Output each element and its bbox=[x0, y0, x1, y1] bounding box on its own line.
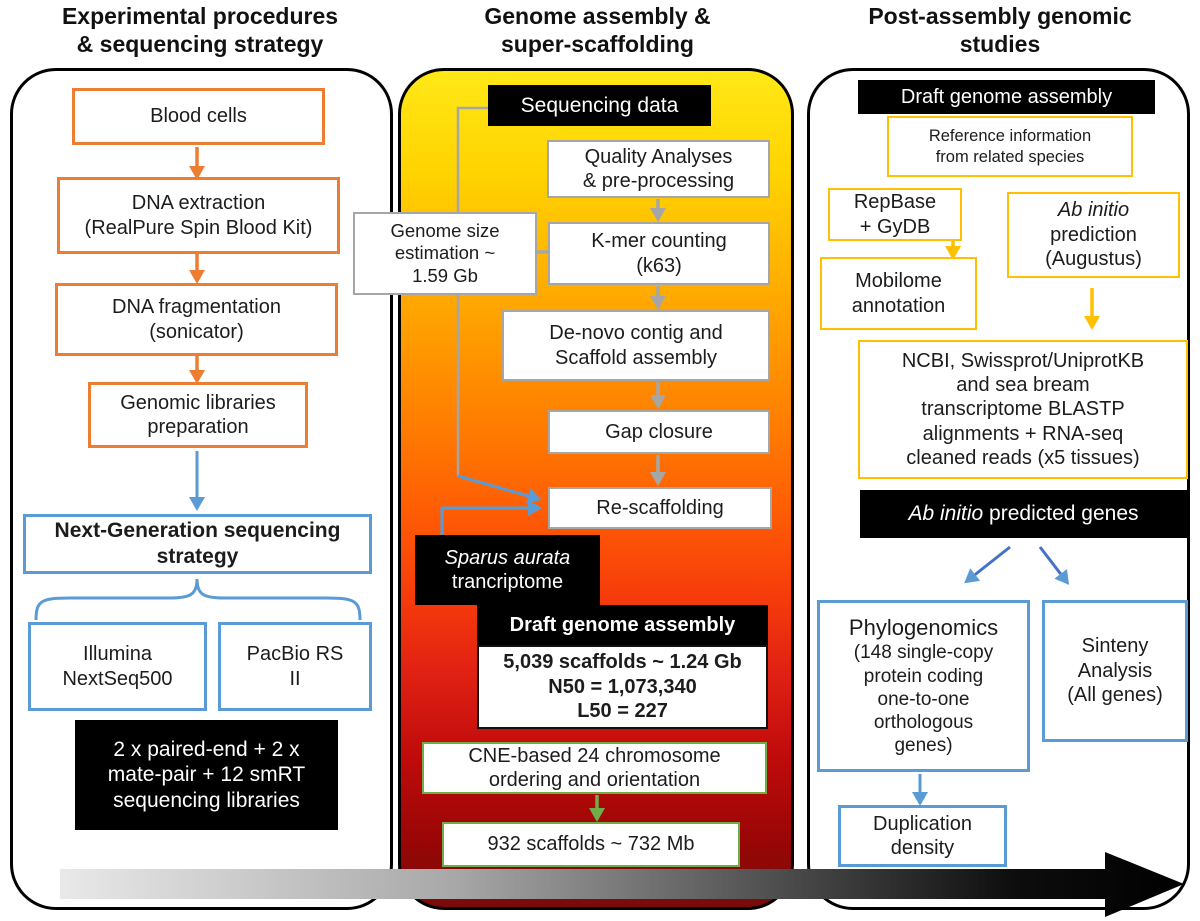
pacbio-box: PacBio RS II bbox=[218, 622, 372, 711]
duplication-density-box: Duplication density bbox=[838, 805, 1007, 867]
sinteny-analysis-box: Sinteny Analysis (All genes) bbox=[1042, 600, 1188, 742]
repbase-gydb-box: RepBase + GyDB bbox=[828, 188, 962, 241]
left-column-title: Experimental procedures & sequencing str… bbox=[61, 3, 339, 58]
gap-closure-box: Gap closure bbox=[548, 410, 770, 454]
illumina-box: Illumina NextSeq500 bbox=[28, 622, 207, 711]
dna-extraction-box: DNA extraction (RealPure Spin Blood Kit) bbox=[57, 177, 340, 254]
abinitio-prediction-box: Ab initio prediction (Augustus) bbox=[1007, 192, 1180, 278]
quality-analyses-box: Quality Analyses & pre-processing bbox=[547, 140, 770, 198]
kmer-counting-box: K-mer counting (k63) bbox=[548, 222, 770, 285]
dna-fragmentation-box: DNA fragmentation (sonicator) bbox=[55, 283, 338, 356]
cne-ordering-box: CNE-based 24 chromosome ordering and ori… bbox=[422, 742, 767, 794]
ngs-strategy-box: Next-Generation sequencing strategy bbox=[23, 514, 372, 574]
blood-cells-box: Blood cells bbox=[72, 88, 325, 145]
draft-genome-assembly-box: Draft genome assembly bbox=[858, 80, 1155, 114]
denovo-assembly-box: De-novo contig and Scaffold assembly bbox=[502, 310, 770, 381]
sparus-transcriptome-box: Sparus aurata trancriptome bbox=[415, 535, 600, 605]
scaffolds-932-box: 932 scaffolds ~ 732 Mb bbox=[442, 822, 740, 867]
right-column-title: Post-assembly genomic studies bbox=[868, 3, 1132, 58]
sequencing-libraries-summary-box: 2 x paired-end + 2 x mate-pair + 12 smRT… bbox=[75, 720, 338, 830]
middle-column-title: Genome assembly & super-scaffolding bbox=[484, 3, 711, 58]
reference-information-box: Reference information from related speci… bbox=[887, 116, 1133, 177]
draft-assembly-header-box: Draft genome assembly bbox=[477, 605, 768, 645]
abinitio-predicted-genes-box: Ab initio predicted genes bbox=[860, 490, 1187, 538]
draft-assembly-stats-box: 5,039 scaffolds ~ 1.24 Gb N50 = 1,073,34… bbox=[477, 645, 768, 729]
genomic-libraries-box: Genomic libraries preparation bbox=[88, 382, 308, 448]
phylogenomics-box: Phylogenomics (148 single-copy protein c… bbox=[817, 600, 1030, 772]
ncbi-blastp-box: NCBI, Swissprot/UniprotKB and sea bream … bbox=[858, 340, 1188, 479]
rescaffolding-box: Re-scaffolding bbox=[548, 487, 772, 529]
genome-size-box: Genome size estimation ~ 1.59 Gb bbox=[353, 212, 537, 295]
mobilome-annotation-box: Mobilome annotation bbox=[820, 257, 977, 330]
sequencing-data-box: Sequencing data bbox=[488, 85, 711, 126]
